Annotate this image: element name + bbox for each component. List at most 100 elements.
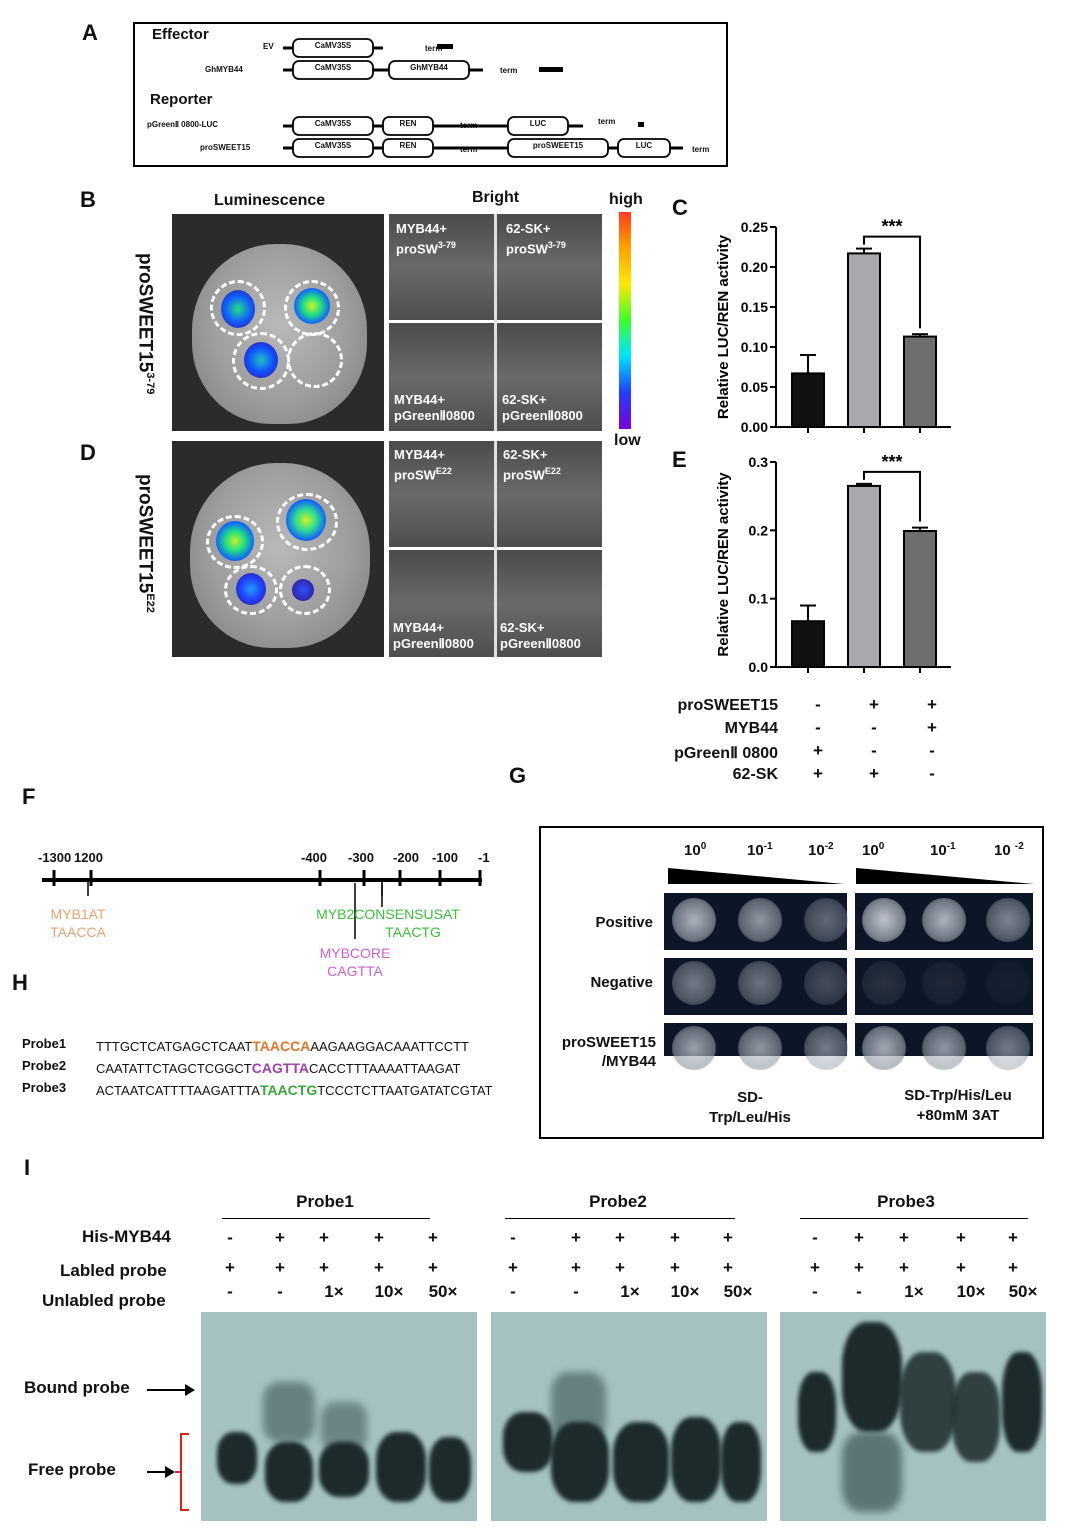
emsa-sign: + — [319, 1258, 329, 1277]
bright-b-br: 62-SK+pGreenⅡ0800 — [502, 392, 583, 423]
row-unlabeled-probe: Unlabled probe — [42, 1291, 166, 1310]
yeast-spot — [986, 898, 1030, 942]
dilution-label-right: 10 -2 — [994, 841, 1024, 859]
y-tick-label: 0.2 — [749, 522, 769, 538]
emsa-sign: 50× — [428, 1282, 458, 1301]
emsa-sign: 1× — [904, 1282, 924, 1301]
term-pgreen-2: term — [598, 117, 616, 126]
treatment-row-label: 62-SK — [732, 766, 778, 783]
emsa-sign: + — [810, 1258, 820, 1277]
side-label-b-main: proSWEET15 — [134, 253, 156, 373]
bright-d-tl: MYB44+proSWE22 — [394, 447, 452, 483]
infiltration-circle-d3 — [224, 565, 278, 615]
yeast-spot — [738, 1026, 782, 1070]
side-label-d: proSWEET15E22 — [130, 474, 156, 644]
probe-name: Probe2 — [22, 1058, 67, 1073]
probe-sequence: TTTGCTCATGAGCTCAATTAACCAAAGAAGGACAAATTCC… — [96, 1038, 469, 1054]
yeast-spot — [672, 898, 716, 942]
infiltration-circle-b1 — [210, 280, 266, 336]
signal-blob-b2 — [294, 288, 330, 324]
term-prosweet-1: term — [460, 145, 478, 154]
box-camv35s-prosweet: CaMV35S — [314, 141, 352, 150]
panel-label-d: D — [80, 440, 96, 465]
treatment-sign: - — [815, 718, 821, 737]
label-pgreen: pGreenⅡ 0800-LUC — [147, 120, 219, 129]
box-ren-prosweet: REN — [399, 141, 417, 150]
emsa-sign: + — [275, 1258, 285, 1277]
luminescence-scale-bar — [619, 212, 631, 429]
probe1-title: Probe1 — [296, 1192, 354, 1211]
dilution-label-left: 100 — [684, 841, 707, 859]
yeast-spot — [862, 961, 906, 1005]
bright-b-bl: MYB44+pGreenⅡ0800 — [394, 392, 475, 423]
panel-label-e: E — [672, 447, 687, 472]
dilution-label-right: 100 — [862, 841, 885, 859]
signal-blob-d3 — [236, 573, 266, 605]
emsa-sign: + — [374, 1258, 384, 1277]
gel-probe2 — [491, 1312, 767, 1521]
y-axis-label: Relative LUC/REN activity — [715, 472, 732, 657]
emsa-sign: + — [428, 1258, 438, 1277]
emsa-sign: + — [854, 1258, 864, 1277]
treatment-sign: + — [813, 764, 823, 783]
emsa-sign: 50× — [1008, 1282, 1038, 1301]
term-myb: term — [500, 66, 518, 75]
bar — [903, 530, 937, 669]
tick-1200: 1200 — [74, 850, 103, 865]
yeast-spot — [922, 961, 966, 1005]
emsa-sign: + — [670, 1258, 680, 1277]
bar — [903, 335, 937, 429]
box-camv35s-ev: CaMV35S — [314, 41, 352, 50]
term-prosweet-2: term — [692, 145, 710, 154]
y1h-frame — [539, 826, 1044, 1139]
infiltration-circle-d1 — [206, 515, 264, 569]
emsa-sign: - — [856, 1282, 862, 1301]
emsa-sign: + — [225, 1258, 235, 1277]
emsa-sign: + — [723, 1258, 733, 1277]
emsa-sign: - — [812, 1228, 818, 1247]
bright-title: Bright — [472, 189, 520, 206]
emsa-sign: + — [319, 1228, 329, 1247]
significance-stars: *** — [881, 452, 902, 472]
bar — [847, 252, 881, 429]
box-camv35s-pgreen: CaMV35S — [314, 119, 352, 128]
term-pgreen-1: term — [460, 121, 478, 130]
bar — [847, 484, 881, 668]
probe-motif: CAGTTA — [251, 1060, 310, 1076]
term-ev: term — [425, 44, 443, 53]
y-tick-label: 0.1 — [749, 591, 769, 607]
tick-400: -400 — [301, 850, 328, 865]
y-tick-label: 0.25 — [741, 219, 768, 235]
y-tick-label: 0.3 — [749, 454, 769, 470]
effector-title: Effector — [152, 26, 209, 43]
box-luc-prosweet: LUC — [635, 141, 653, 150]
probe-sequence: CAATATTCTAGCTCGGCTCAGTTACACCTTTAAAATTAAG… — [96, 1060, 461, 1076]
box-prosweet15: proSWEET15 — [532, 141, 584, 150]
yeast-spot — [986, 1026, 1030, 1070]
y-tick-label: 0.10 — [741, 339, 768, 355]
probe-name: Probe3 — [22, 1080, 67, 1095]
probe-sequence: ACTAATCATTTTAAGATTTATAACTGTCCCTCTTAATGAT… — [96, 1082, 493, 1098]
emsa-sign: + — [275, 1228, 285, 1247]
chart-c: 0.000.050.100.150.200.25***Relative LUC/… — [715, 217, 951, 435]
box-ren-pgreen: REN — [399, 119, 417, 128]
treatment-sign: - — [929, 741, 935, 760]
row-negative: Negative — [590, 974, 653, 991]
tick-100: -100 — [432, 850, 459, 865]
construct-diagram-frame — [133, 22, 728, 167]
bright-d-bl: MYB44+pGreenⅡ0800 — [393, 620, 474, 651]
tick-300: -300 — [348, 850, 375, 865]
emsa-sign: + — [1008, 1258, 1018, 1277]
leaf-b — [192, 244, 367, 424]
bar — [791, 372, 825, 428]
emsa-sign: + — [956, 1228, 966, 1247]
infiltration-circle-d2 — [276, 493, 338, 551]
signal-blob-d1 — [216, 521, 254, 561]
emsa-sign: + — [374, 1228, 384, 1247]
emsa-sign: 50× — [723, 1282, 753, 1301]
infiltration-circle-d4 — [279, 565, 331, 615]
label-ev: EV — [263, 42, 274, 51]
treatment-sign: - — [929, 764, 935, 783]
box-camv35s-myb: CaMV35S — [314, 63, 352, 72]
